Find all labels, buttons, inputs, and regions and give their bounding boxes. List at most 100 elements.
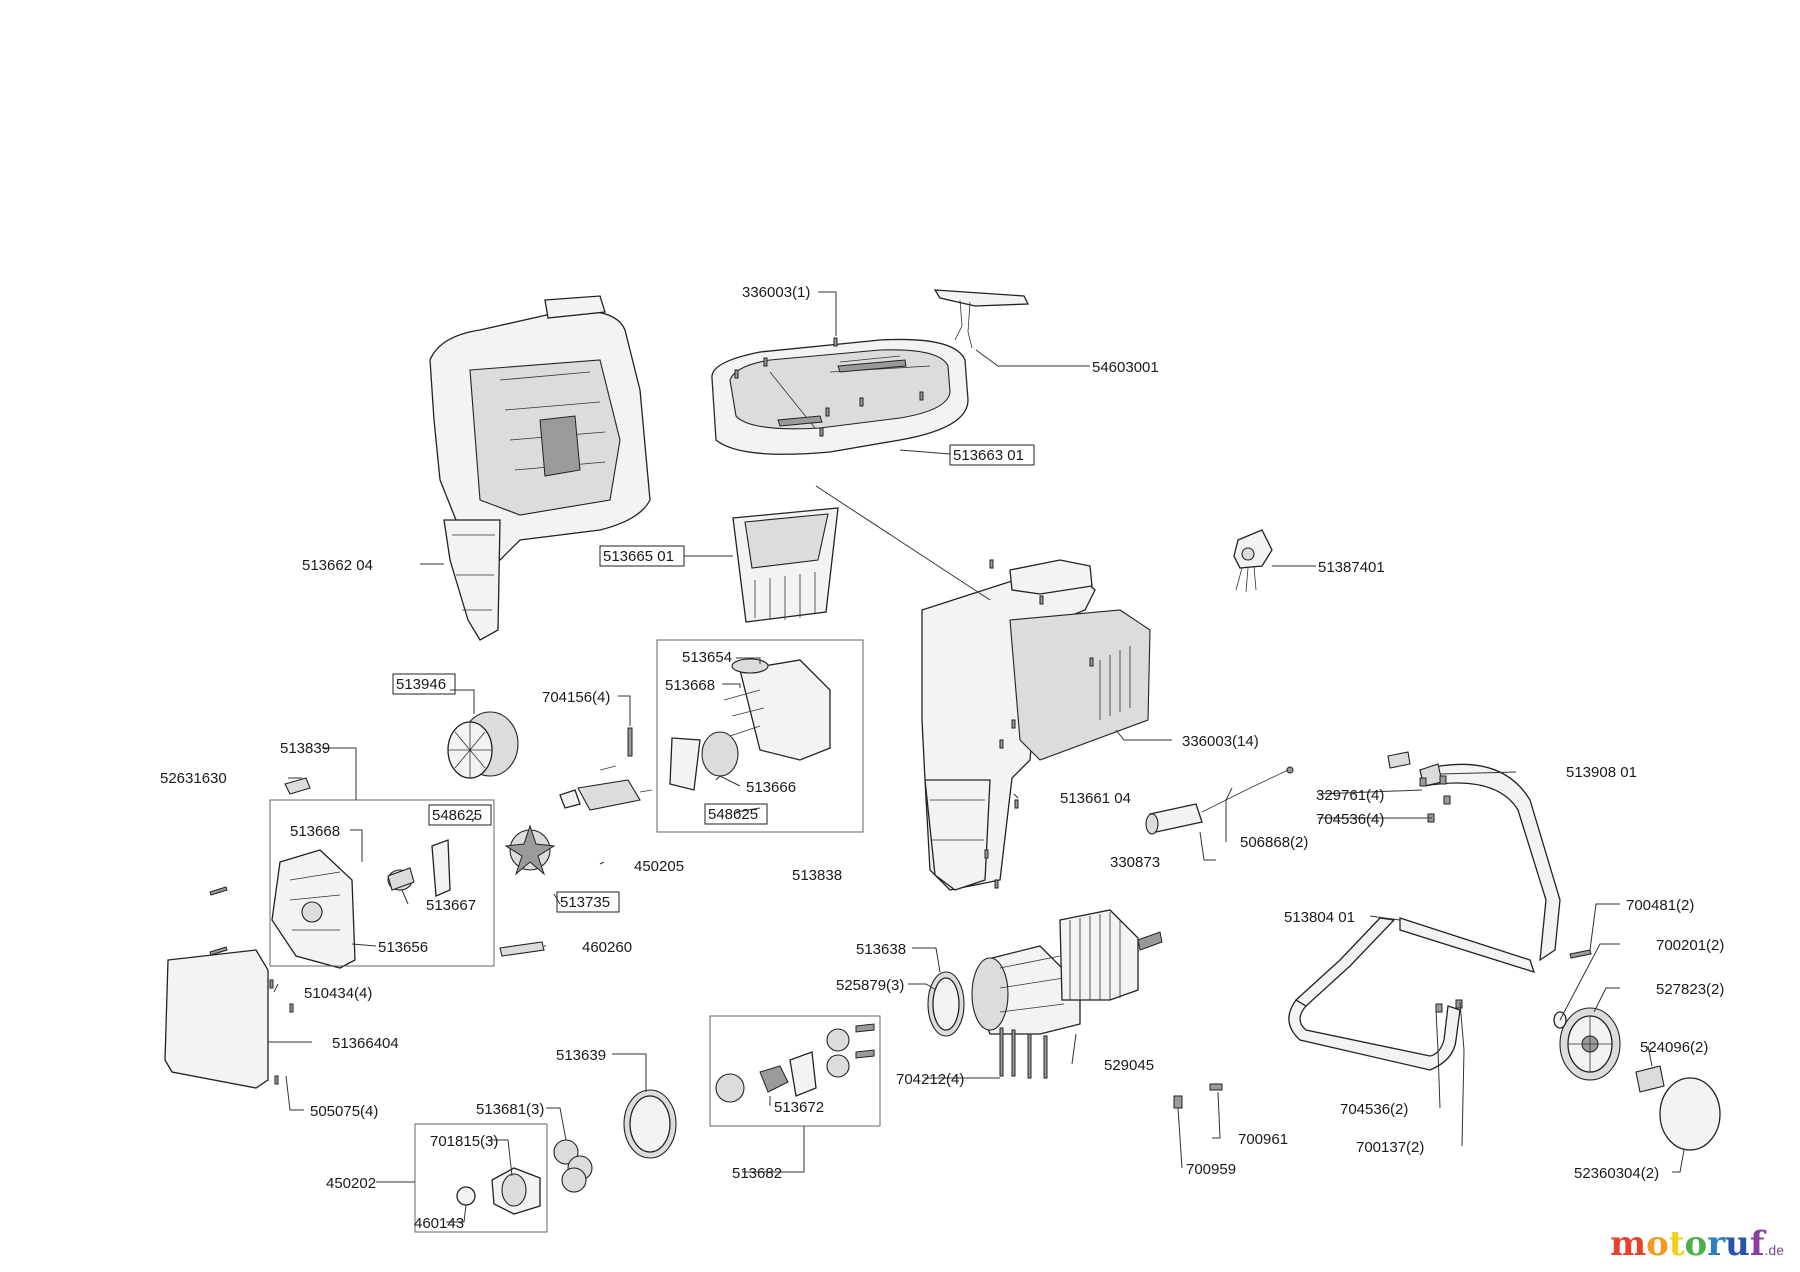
label-513946: 513946 (396, 676, 446, 693)
label-51366404: 51366404 (332, 1035, 399, 1052)
label-700201: 700201(2) (1656, 937, 1724, 954)
label-513666: 513666 (746, 779, 796, 796)
label-52360304: 52360304(2) (1574, 1165, 1659, 1182)
label-513639: 513639 (556, 1047, 606, 1064)
label-513638: 513638 (856, 941, 906, 958)
cover-51366404 (164, 949, 269, 1089)
gear-unit-513682 (715, 1023, 875, 1103)
label-513654: 513654 (682, 649, 732, 666)
label-336003-1: 336003(1) (742, 284, 810, 301)
switch-part-51387401 (1233, 529, 1273, 593)
label-704536-a: 704536(4) (1316, 811, 1384, 828)
label-513665-01: 513665 01 (603, 548, 674, 565)
part-labels: 336003(1) 54603001 513663 01 513662 04 5… (160, 284, 1724, 1232)
label-460260: 460260 (582, 939, 632, 956)
bolts-704212 (999, 1027, 1048, 1079)
label-525879: 525879(3) (836, 977, 904, 994)
watermark-letter: r (1707, 1224, 1726, 1264)
motor-rotor (1059, 909, 1163, 1001)
ring-513638 (927, 971, 965, 1037)
label-513735: 513735 (560, 894, 610, 911)
label-513908-01: 513908 01 (1566, 764, 1637, 781)
label-52631630: 52631630 (160, 770, 227, 787)
label-513682: 513682 (732, 1165, 782, 1182)
main-housing-screws (984, 559, 1094, 889)
label-700137: 700137(2) (1356, 1139, 1424, 1156)
label-513656: 513656 (378, 939, 428, 956)
axle-524096 (1635, 1065, 1665, 1093)
frame-bolts (1419, 775, 1592, 1013)
leader-lines (268, 291, 1685, 1223)
bushing-513667b (387, 867, 415, 891)
handle-part-54603001 (933, 289, 1030, 349)
label-548625-b: 548625 (708, 806, 758, 823)
label-450205: 450205 (634, 858, 684, 875)
label-boxes (392, 444, 1035, 913)
blade-group-513838 (669, 658, 831, 791)
label-336003-14: 336003(14) (1182, 733, 1259, 750)
label-704536-b: 704536(2) (1340, 1101, 1408, 1118)
shaft-450205 (559, 765, 653, 811)
label-506868: 506868(2) (1240, 834, 1308, 851)
label-513668-a: 513668 (665, 677, 715, 694)
ring-513639 (623, 1089, 677, 1159)
label-513668-b: 513668 (290, 823, 340, 840)
hopper-lid (711, 338, 969, 455)
site-watermark: motoruf.de (1610, 1224, 1784, 1264)
label-510434: 510434(4) (304, 985, 372, 1002)
gearbox-plate-513656 (271, 849, 356, 969)
watermark-suffix: .de (1764, 1242, 1784, 1258)
watermark-letter: o (1684, 1224, 1708, 1264)
watermark-logo: motoruf (1610, 1224, 1764, 1264)
upper-housing (429, 295, 651, 641)
group-frame-513838 (656, 639, 864, 833)
label-524096: 524096(2) (1640, 1039, 1708, 1056)
hubcap-52360304 (1659, 1077, 1721, 1151)
label-700961: 700961 (1238, 1131, 1288, 1148)
label-700959: 700959 (1186, 1161, 1236, 1178)
disc-513667 (431, 839, 451, 897)
label-704156: 704156(4) (542, 689, 610, 706)
watermark-letter: t (1668, 1224, 1685, 1264)
label-527823: 527823(2) (1656, 981, 1724, 998)
group-frame-gearbox (269, 799, 495, 967)
label-513663-01: 513663 01 (953, 447, 1024, 464)
watermark-letter: u (1725, 1224, 1750, 1264)
label-51387401: 51387401 (1318, 559, 1385, 576)
wheel-527823 (1559, 1007, 1621, 1081)
label-513667: 513667 (426, 897, 476, 914)
base-frame-51380401 (1288, 917, 1536, 1071)
label-513661-04: 513661 04 (1060, 790, 1131, 807)
label-54603001: 54603001 (1092, 359, 1159, 376)
roller-513946 (447, 711, 519, 779)
label-329761: 329761(4) (1316, 787, 1384, 804)
group-frame-513682 (709, 1015, 881, 1127)
pin-460260 (499, 941, 545, 957)
carrier-450202 (456, 1167, 541, 1215)
star-wheel-548625 (504, 824, 556, 876)
shaft-end-52631630 (284, 777, 311, 795)
label-701815: 701815(3) (430, 1133, 498, 1150)
label-513838: 513838 (792, 867, 842, 884)
watermark-letter: m (1610, 1224, 1647, 1264)
watermark-letter: f (1749, 1224, 1765, 1264)
capacitor-330873 (1145, 803, 1203, 835)
funnel-insert (732, 507, 839, 623)
cable-506868 (1201, 766, 1294, 813)
label-513672: 513672 (774, 1099, 824, 1116)
left-screws (209, 886, 294, 1085)
label-460143: 460143 (414, 1215, 464, 1232)
group-frame-450202 (414, 1123, 548, 1233)
label-704212: 704212(4) (896, 1071, 964, 1088)
label-450202: 450202 (326, 1175, 376, 1192)
label-513804-01: 513804 01 (1284, 909, 1355, 926)
label-513662-04: 513662 04 (302, 557, 373, 574)
label-513839: 513839 (280, 740, 330, 757)
label-700481: 700481(2) (1626, 897, 1694, 914)
label-529045: 529045 (1104, 1057, 1154, 1074)
screw-704156 (627, 727, 633, 757)
gears-513681 (553, 1139, 593, 1193)
small-parts-700959-700961 (1173, 1083, 1223, 1109)
motor-stator-529045 (971, 945, 1081, 1035)
label-330873: 330873 (1110, 854, 1160, 871)
